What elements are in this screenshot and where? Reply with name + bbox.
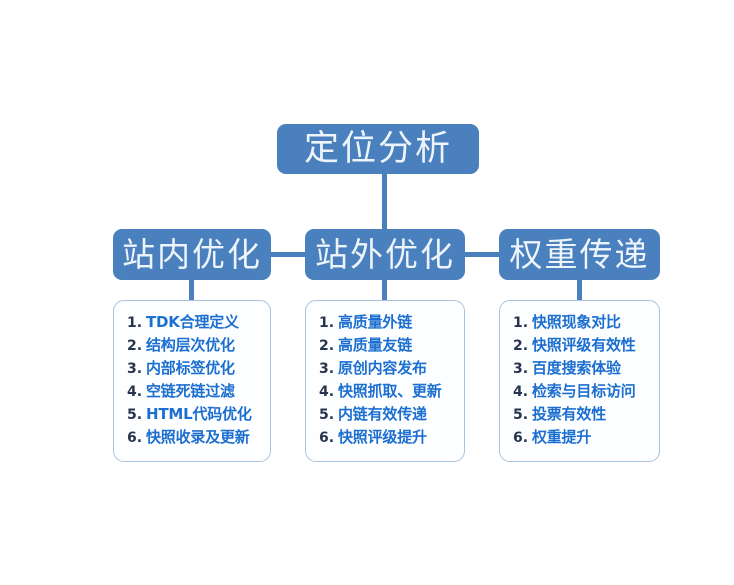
list-item-label: 投票有效性	[532, 405, 607, 423]
list-item[interactable]: 5. 内链有效传递	[306, 403, 464, 426]
list-item-label: 结构层次优化	[146, 336, 235, 354]
node-offsite-optimization[interactable]: 站外优化	[305, 229, 465, 280]
list-item-number: 4.	[319, 384, 335, 400]
list-item-label: HTML代码优化	[146, 405, 252, 423]
list-item-number: 1.	[319, 315, 335, 331]
list-item-number: 4.	[127, 384, 143, 400]
list-box-onsite: 1. TDK合理定义 2. 结构层次优化 3. 内部标签优化 4. 空链死链过滤…	[113, 300, 271, 462]
list-item-number: 6.	[319, 430, 335, 446]
list-item-number: 5.	[319, 407, 335, 423]
list-item-label: 权重提升	[532, 428, 592, 446]
list-item[interactable]: 1. 高质量外链	[306, 311, 464, 334]
list-box-weight: 1. 快照现象对比 2. 快照评级有效性 3. 百度搜索体验 4. 检索与目标访…	[499, 300, 660, 462]
list-item-number: 2.	[513, 338, 529, 354]
list-item-label: 检索与目标访问	[532, 382, 636, 400]
node-onsite-optimization[interactable]: 站内优化	[113, 229, 271, 280]
list-item[interactable]: 3. 内部标签优化	[114, 357, 270, 380]
node-onsite-label: 站内优化	[122, 235, 262, 274]
list-item-label: 快照评级提升	[338, 428, 427, 446]
list-item[interactable]: 6. 快照收录及更新	[114, 426, 270, 449]
connector-offsite-to-weight	[462, 252, 502, 257]
node-root-label: 定位分析	[303, 128, 452, 169]
list-item-number: 3.	[513, 361, 529, 377]
list-item[interactable]: 2. 高质量友链	[306, 334, 464, 357]
list-item-label: 百度搜索体验	[532, 359, 621, 377]
list-item[interactable]: 5. HTML代码优化	[114, 403, 270, 426]
list-item[interactable]: 3. 原创内容发布	[306, 357, 464, 380]
list-box-offsite: 1. 高质量外链 2. 高质量友链 3. 原创内容发布 4. 快照抓取、更新 5…	[305, 300, 465, 462]
list-item[interactable]: 4. 快照抓取、更新	[306, 380, 464, 403]
list-item[interactable]: 5. 投票有效性	[500, 403, 659, 426]
list-item-label: 空链死链过滤	[146, 382, 235, 400]
list-item-label: TDK合理定义	[146, 313, 239, 331]
list-item-label: 快照收录及更新	[146, 428, 250, 446]
list-item-number: 2.	[319, 338, 335, 354]
list-item-number: 3.	[319, 361, 335, 377]
list-item-label: 快照评级有效性	[532, 336, 636, 354]
list-item[interactable]: 1. 快照现象对比	[500, 311, 659, 334]
list-item-number: 3.	[127, 361, 143, 377]
list-item[interactable]: 6. 权重提升	[500, 426, 659, 449]
node-offsite-label: 站外优化	[315, 235, 455, 274]
list-item[interactable]: 2. 快照评级有效性	[500, 334, 659, 357]
list-item-number: 4.	[513, 384, 529, 400]
list-item[interactable]: 4. 检索与目标访问	[500, 380, 659, 403]
list-item[interactable]: 1. TDK合理定义	[114, 311, 270, 334]
list-item-number: 1.	[127, 315, 143, 331]
list-item-number: 2.	[127, 338, 143, 354]
list-item-label: 高质量友链	[338, 336, 413, 354]
list-item-number: 5.	[513, 407, 529, 423]
connector-onsite-to-offsite	[268, 252, 308, 257]
list-item-label: 内链有效传递	[338, 405, 427, 423]
list-item-label: 内部标签优化	[146, 359, 235, 377]
connector-root-to-offsite	[382, 174, 387, 230]
list-item-number: 6.	[127, 430, 143, 446]
node-weight-transfer[interactable]: 权重传递	[499, 229, 660, 280]
list-item-label: 原创内容发布	[338, 359, 427, 377]
list-item[interactable]: 6. 快照评级提升	[306, 426, 464, 449]
list-item-number: 6.	[513, 430, 529, 446]
list-item-number: 5.	[127, 407, 143, 423]
list-item[interactable]: 3. 百度搜索体验	[500, 357, 659, 380]
node-root-positioning-analysis[interactable]: 定位分析	[277, 124, 479, 174]
list-item[interactable]: 2. 结构层次优化	[114, 334, 270, 357]
list-item-number: 1.	[513, 315, 529, 331]
connector-onsite-to-list	[189, 278, 194, 302]
list-item-label: 快照现象对比	[532, 313, 621, 331]
connector-weight-to-list	[577, 278, 582, 302]
node-weight-label: 权重传递	[509, 235, 650, 274]
list-item-label: 高质量外链	[338, 313, 413, 331]
list-item[interactable]: 4. 空链死链过滤	[114, 380, 270, 403]
list-item-label: 快照抓取、更新	[338, 382, 442, 400]
connector-offsite-to-list	[382, 278, 387, 302]
